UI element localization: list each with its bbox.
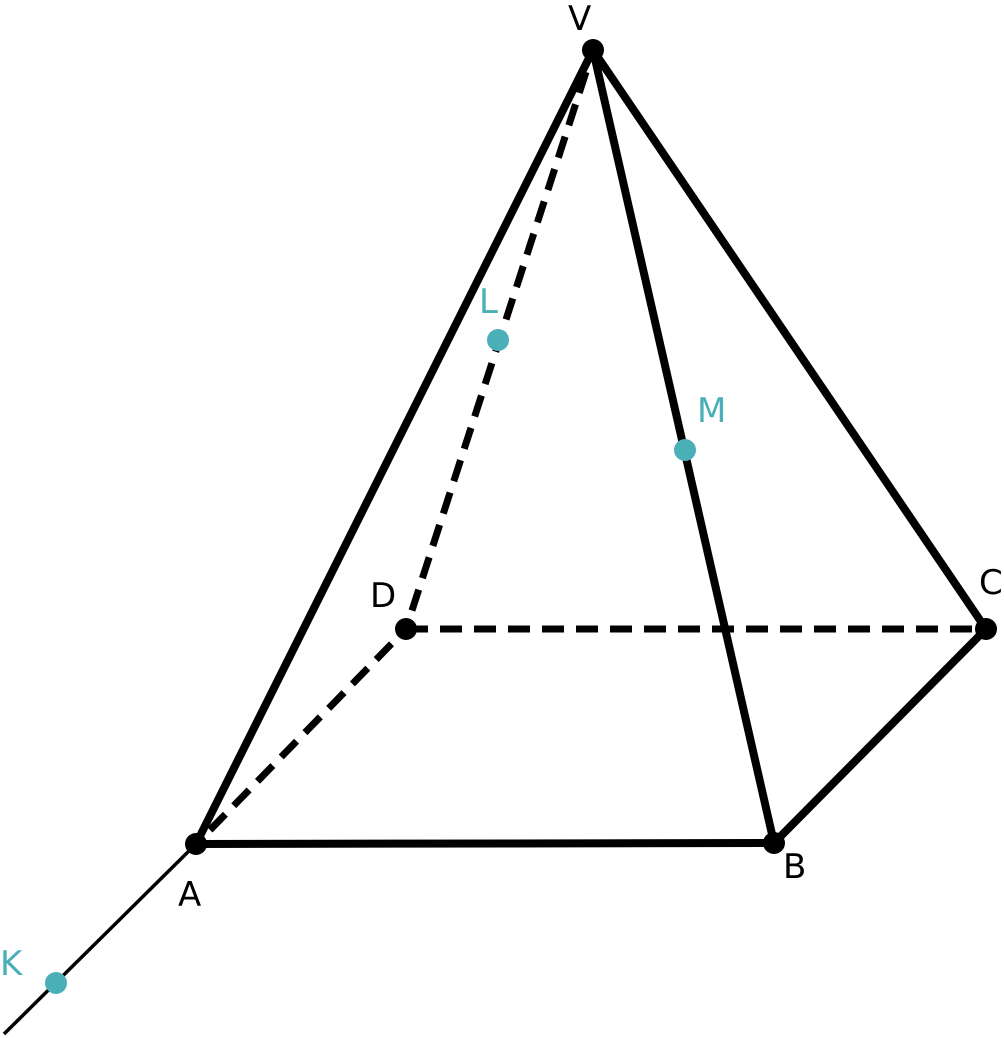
vertex-a-dot: [185, 833, 207, 855]
vertex-v-label: V: [568, 0, 591, 39]
vertex-c-dot: [975, 618, 997, 640]
vertex-b-label: B: [783, 847, 806, 887]
point-l-label: L: [479, 282, 498, 322]
point-m-dot: [674, 439, 696, 461]
edge-ad-hidden: [207, 626, 409, 833]
vertex-b-dot: [763, 832, 785, 854]
edge-va: [192, 46, 597, 848]
edge-bc: [770, 625, 990, 847]
edge-vc: [589, 46, 990, 633]
point-m-label: M: [697, 391, 726, 431]
vertex-c-label: C: [979, 563, 1003, 603]
point-k-dot: [45, 972, 67, 994]
vertex-d-dot: [395, 618, 417, 640]
edge-ab: [192, 839, 778, 848]
line-a-k-extension: [2, 842, 198, 1036]
point-l-dot: [487, 329, 509, 351]
vertex-d-label: D: [370, 576, 396, 616]
point-k-label: K: [0, 944, 24, 984]
vertex-v-dot: [582, 39, 604, 61]
vertex-a-label: A: [178, 875, 201, 915]
